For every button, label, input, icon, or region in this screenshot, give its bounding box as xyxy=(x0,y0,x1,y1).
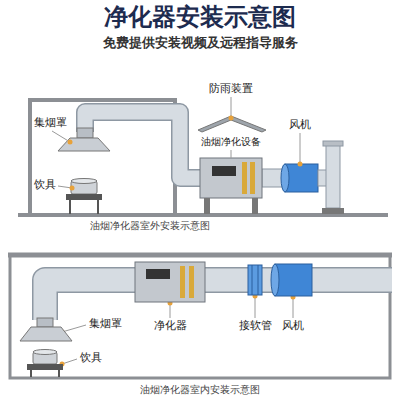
flexible-connector xyxy=(248,265,262,295)
part-label: 饮具 xyxy=(33,179,57,192)
leader-dot xyxy=(60,116,303,367)
cooking-stove-part xyxy=(33,350,57,355)
fan-part xyxy=(271,264,279,296)
purifier-unit-part xyxy=(204,198,210,214)
part-label: 风机 xyxy=(288,119,312,132)
part-label: 集烟罩 xyxy=(33,117,68,130)
part-label: 油烟净化设备 xyxy=(200,136,262,148)
part-label: 风机 xyxy=(281,320,305,333)
cooking-stove-part xyxy=(66,194,102,200)
smoke-hood-part xyxy=(37,318,53,327)
figure-caption: 油烟净化器室内安装示意图 xyxy=(139,384,261,396)
leader-dot-part xyxy=(229,116,234,121)
fan-part xyxy=(285,164,318,192)
exhaust-duct xyxy=(45,280,392,320)
part-label: 饮具 xyxy=(79,352,103,365)
leader-dot-part xyxy=(70,186,75,191)
cooking-stove-part xyxy=(27,364,63,370)
leader-lines-part xyxy=(62,325,86,332)
part-label: 防雨装置 xyxy=(208,83,254,96)
leader-lines-part xyxy=(293,299,294,318)
cooking-stove-part xyxy=(71,179,97,184)
flexible-connector-part xyxy=(248,265,262,295)
cooking-stove xyxy=(66,179,102,215)
rain-cover-part xyxy=(198,116,266,132)
figure-caption: 油烟净化器室外安装示意图 xyxy=(89,220,211,232)
cooking-stove xyxy=(27,350,63,378)
leader-lines-part xyxy=(170,305,171,318)
cooking-stove-part xyxy=(58,370,60,377)
exhaust-duct-part xyxy=(45,280,392,320)
purifier-unit xyxy=(200,158,262,214)
exhaust-duct-part xyxy=(45,280,392,320)
room-outline xyxy=(8,255,392,378)
leader-lines-part xyxy=(300,133,301,163)
leader-dot-part xyxy=(298,162,303,167)
part-label: 集烟罩 xyxy=(88,318,123,331)
building-outline xyxy=(18,100,388,215)
leader-lines-part xyxy=(231,97,232,117)
purifier-unit-part xyxy=(146,269,170,279)
room-outline-part xyxy=(8,253,392,258)
rain-cover xyxy=(198,116,266,132)
cooking-stove-part xyxy=(30,370,32,377)
purifier-unit-part xyxy=(242,162,247,194)
fan-part xyxy=(322,208,344,214)
part-label: 净化器 xyxy=(153,320,188,333)
part-label: 接软管 xyxy=(238,320,273,333)
cooking-stove-part xyxy=(69,200,71,214)
purifier-unit-part xyxy=(180,266,185,298)
purifier-unit-part xyxy=(189,266,194,298)
fan-part xyxy=(281,164,289,192)
leader-dot-part xyxy=(68,140,73,145)
purifier-unit-part xyxy=(252,198,258,214)
subtitle: 免费提供安装视频及远程指导服务 xyxy=(102,36,299,51)
fan xyxy=(271,264,312,296)
flexible-connector-part xyxy=(258,265,259,295)
page-title: 净化器安装示意图 xyxy=(104,4,296,32)
leader-lines xyxy=(52,97,300,364)
smoke-hood-part xyxy=(77,128,93,138)
smoke-hood-part xyxy=(20,327,72,341)
fan-part xyxy=(326,145,340,208)
leader-lines-part xyxy=(231,150,232,158)
flexible-connector-part xyxy=(252,265,253,295)
smoke-hood xyxy=(20,318,72,341)
leader-lines-part xyxy=(52,131,70,142)
leader-lines-part xyxy=(255,297,256,318)
fan xyxy=(281,141,344,214)
purifier-unit xyxy=(135,262,205,302)
purifier-unit-part xyxy=(250,162,255,194)
purifier-unit-part xyxy=(200,158,262,198)
purifier-unit-part xyxy=(135,262,205,302)
fan-part xyxy=(275,264,312,296)
purifier-unit-part xyxy=(212,166,236,176)
fan-part xyxy=(323,141,343,146)
cooking-stove-part xyxy=(97,200,99,214)
